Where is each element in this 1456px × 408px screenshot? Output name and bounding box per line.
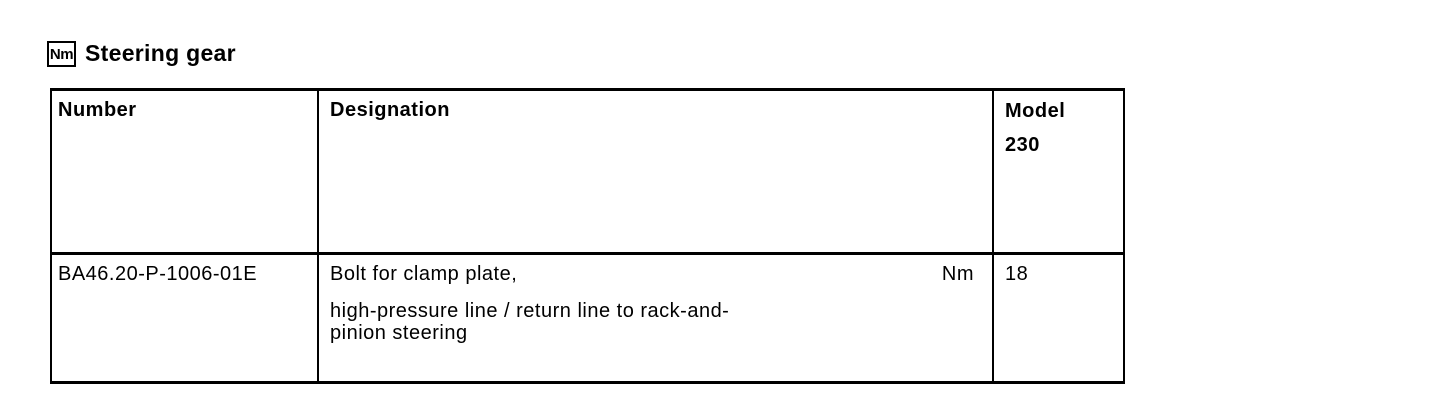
designation-text-line3: pinion steering	[330, 322, 468, 344]
table-header-row: Number Designation Model 230	[52, 91, 1123, 255]
cell-designation: Bolt for clamp plate, Nm high-pressure l…	[319, 255, 994, 381]
torque-spec-table: Number Designation Model 230 BA46.20-P-1…	[50, 88, 1125, 384]
cell-model-230: 18	[994, 255, 1123, 381]
designation-text-line2: high-pressure line / return line to rack…	[330, 300, 730, 322]
section-title: Steering gear	[85, 40, 236, 67]
spec-number-value: BA46.20-P-1006-01E	[58, 263, 258, 285]
column-header-model: Model 230	[994, 91, 1123, 252]
column-header-designation-label: Designation	[330, 99, 450, 121]
column-header-number-label: Number	[58, 99, 137, 121]
designation-text-line1: Bolt for clamp plate,	[330, 263, 518, 285]
torque-value: 18	[1005, 263, 1029, 285]
table-row: BA46.20-P-1006-01E Bolt for clamp plate,…	[52, 255, 1123, 381]
cell-number: BA46.20-P-1006-01E	[52, 255, 319, 381]
column-header-designation: Designation	[319, 91, 994, 252]
column-header-model-sublabel: 230	[1005, 134, 1040, 156]
column-header-number: Number	[52, 91, 319, 252]
column-header-model-label: Model	[1005, 100, 1066, 122]
torque-unit-nm-icon: Nm	[47, 41, 76, 67]
section-title-bar: Nm Steering gear	[47, 41, 236, 67]
torque-unit-label: Nm	[941, 263, 974, 285]
